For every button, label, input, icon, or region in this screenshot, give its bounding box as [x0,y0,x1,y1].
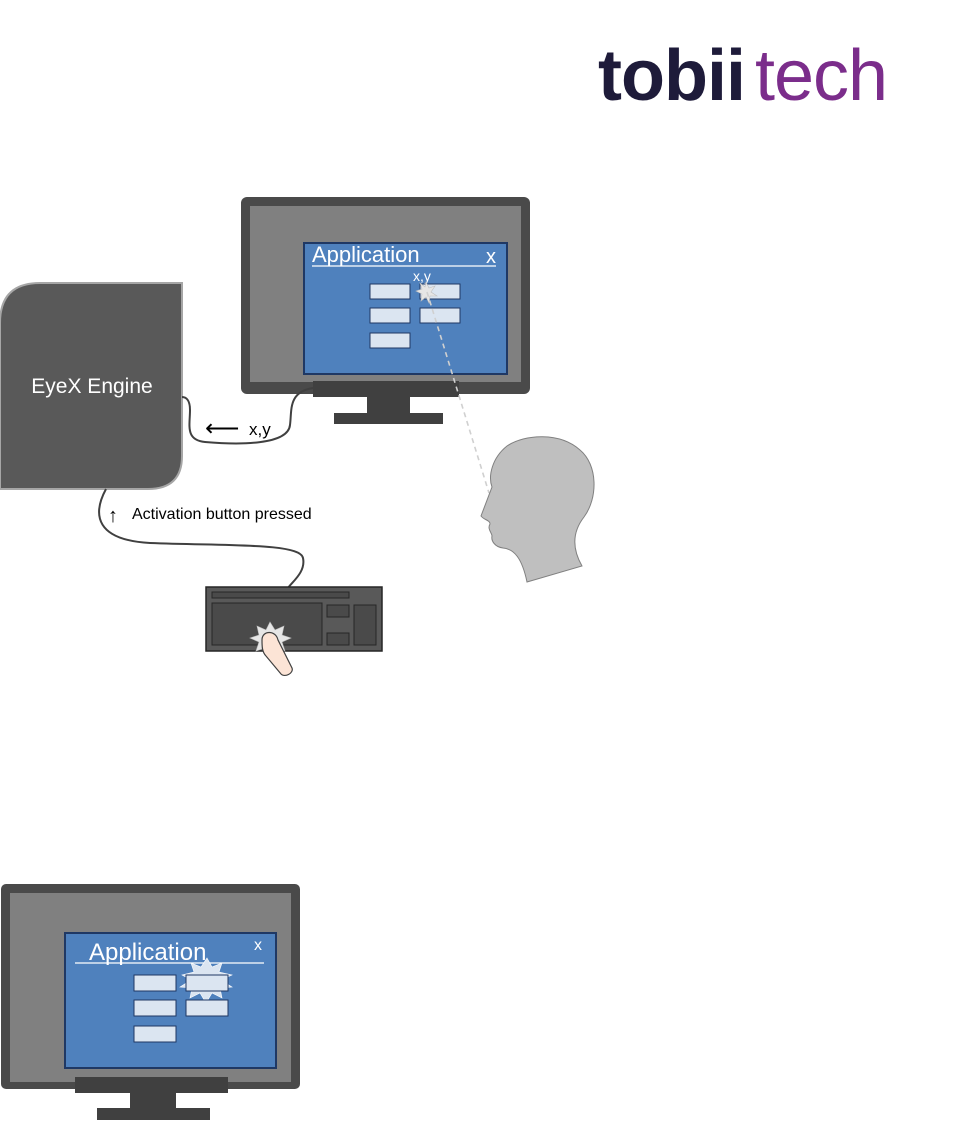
logo-word-tobii: tobii [598,36,746,116]
eyex-engine: EyeX Engine [0,282,183,490]
bottom-app-button-5[interactable] [133,1025,177,1043]
eyex-engine-label: EyeX Engine [31,375,152,398]
arrow-up-icon: ↑ [108,505,118,527]
bottom-app-window[interactable]: Application x [64,932,277,1069]
bottom-app-title: Application [89,939,206,966]
keyboard[interactable] [205,586,383,677]
top-monitor-base-bar [313,381,459,397]
bottom-app-button-2-activated[interactable] [185,974,229,992]
bottom-app-close-button[interactable]: x [254,937,262,954]
arrow-left-icon: ⟵ [205,415,239,442]
top-app-close-button[interactable]: x [486,246,496,268]
logo-word-tech: tech [754,36,888,116]
top-app-title: Application [312,242,420,267]
top-app-window[interactable]: Application x x,y [303,242,508,375]
keyboard-top-row [211,591,350,599]
bottom-monitor-neck [130,1093,176,1110]
top-app-button-4[interactable] [419,307,461,324]
top-app-button-5[interactable] [369,332,411,349]
top-app-button-3[interactable] [369,307,411,324]
bottom-monitor-base-bar [75,1077,228,1093]
bottom-monitor-foot [97,1108,210,1120]
activation-label: Activation button pressed [132,506,312,523]
engine-output-label: x,y [249,420,271,439]
finger-icon [261,631,293,677]
user-head-icon [480,436,595,583]
top-app-button-1[interactable] [369,283,411,300]
top-monitor: Application x x,y [241,197,530,424]
gaze-line [426,291,490,494]
bottom-app-button-1[interactable] [133,974,177,992]
top-monitor-foot [334,413,443,424]
bottom-app-button-4[interactable] [185,999,229,1017]
monitor-engine-cable [181,387,314,445]
bottom-monitor: Application x [1,884,300,1120]
top-gaze-point-label: x,y [413,268,431,284]
keyboard-numpad [353,604,377,646]
keyboard-key-b [326,632,350,646]
keyboard-engine-cable [98,488,305,589]
bottom-app-button-3[interactable] [133,999,177,1017]
top-monitor-neck [367,397,410,415]
keyboard-key-a [326,604,350,618]
